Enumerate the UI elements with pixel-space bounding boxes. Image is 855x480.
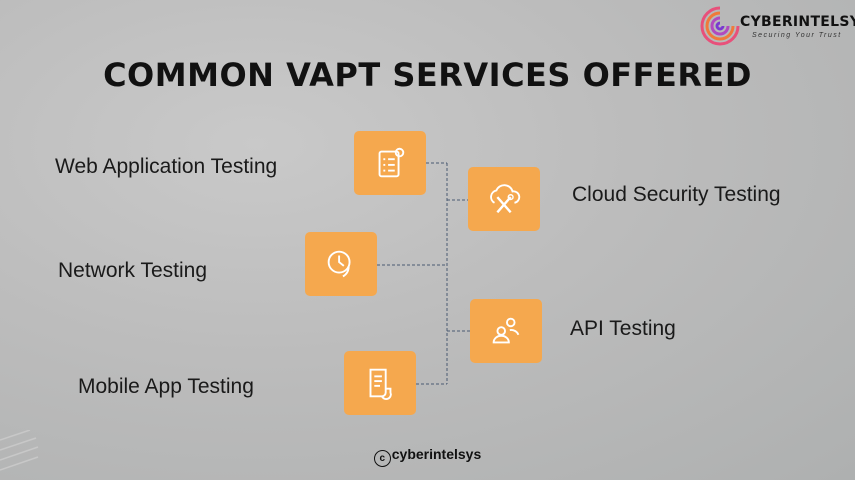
footer-handle-text: cyberintelsys (391, 446, 482, 462)
brand-name: CYBERINTELSYS (740, 14, 855, 30)
clock-icon (327, 250, 351, 278)
cloud-tools-icon (490, 184, 521, 214)
service-label-web-application: Web Application Testing (55, 155, 278, 178)
service-box-cloud-security (468, 167, 540, 231)
service-box-web-application (354, 131, 426, 195)
service-box-api (470, 299, 542, 363)
users-icon (492, 317, 520, 344)
service-box-network (305, 232, 377, 296)
brand-logo: CYBERINTELSYS Securing Your Trust (696, 0, 855, 52)
document-icon (369, 368, 392, 400)
checklist-icon (378, 147, 405, 178)
service-box-mobile-app (344, 351, 416, 415)
service-label-api: API Testing (570, 317, 676, 340)
service-label-cloud-security: Cloud Security Testing (572, 183, 781, 206)
fingerprint-logo-icon (700, 6, 740, 46)
corner-decoration (0, 430, 39, 471)
service-label-network: Network Testing (58, 259, 208, 282)
service-label-mobile-app: Mobile App Testing (78, 375, 254, 398)
brand-tagline: Securing Your Trust (752, 32, 842, 39)
copyright-icon: c (373, 450, 391, 467)
page-title: COMMON VAPT SERVICES OFFERED (103, 56, 752, 94)
